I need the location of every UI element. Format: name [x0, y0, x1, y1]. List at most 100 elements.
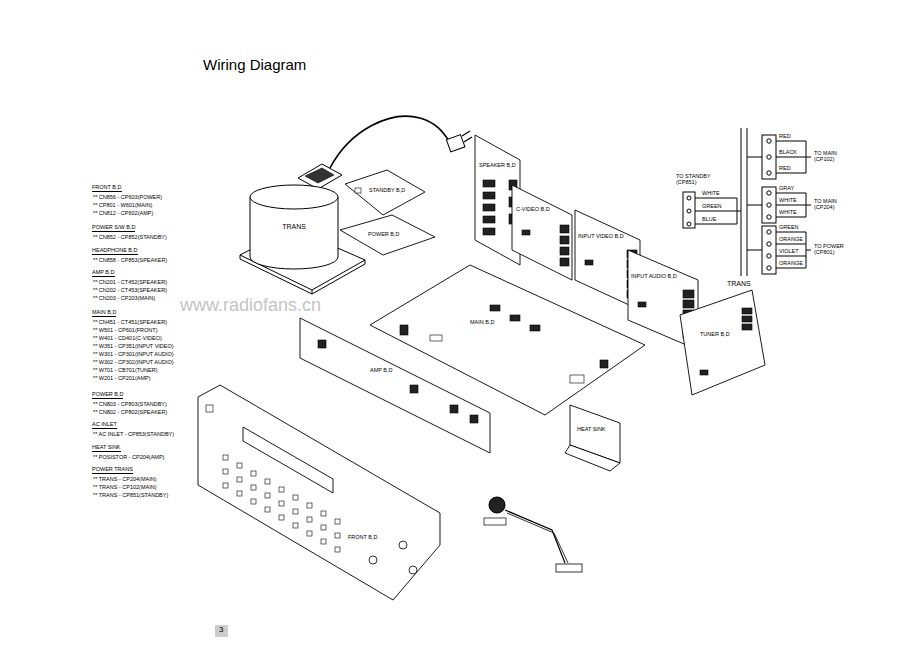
connector	[483, 192, 495, 199]
connector	[700, 370, 708, 375]
circuit-board: C-VIDEO B,D	[512, 185, 572, 280]
connection-note: ** CN203 - CP203(MAIN)	[93, 295, 155, 301]
board-label: FRONT B,D	[348, 535, 378, 541]
connector	[585, 260, 593, 265]
connection-note: ** CN803 - CP803(STANDBY)	[93, 401, 167, 407]
connector	[237, 463, 242, 468]
board-shape	[512, 185, 572, 280]
watermark: www.radiofans.cn	[180, 296, 321, 316]
circuit-board: AMP B,D	[300, 318, 490, 453]
circuit-board: STANDBY B,D	[345, 170, 425, 215]
connector	[279, 501, 284, 506]
connector	[335, 533, 340, 538]
board-shape	[680, 290, 765, 395]
board-outline	[565, 445, 620, 471]
board-shape	[198, 385, 440, 600]
connector	[265, 493, 270, 498]
connection-note: ** W401 - CD401(C-VIDEO)	[93, 335, 162, 341]
board-heading: AMP B,D	[92, 269, 115, 277]
connector	[410, 385, 418, 393]
wire-color: ORANGE	[779, 236, 803, 242]
part-name: TRANS	[727, 280, 751, 288]
wire-color: GREEN	[779, 224, 799, 230]
connector	[570, 375, 584, 383]
wire-destination: TO STANDBY (CP851)	[676, 173, 726, 185]
connector	[223, 483, 228, 488]
diagram-title: Wiring Diagram	[203, 57, 306, 74]
connector	[307, 531, 312, 536]
wire-color: BLUE	[702, 216, 716, 222]
connector	[450, 405, 458, 413]
connection-note: ** CN858 - CP853(SPEAKER)	[93, 257, 167, 263]
connector	[470, 415, 478, 423]
wire-color: GRAY	[779, 185, 794, 191]
board-label: INPUT AUDIO B,D	[631, 274, 677, 280]
connection-note: ** CN802 - CP802(SPEAKER)	[93, 409, 167, 415]
connector	[265, 479, 270, 484]
connection-note: ** CN856 - CP603(POWER)	[93, 194, 162, 200]
board-heading: MAIN B,D	[92, 309, 116, 317]
board-outline	[243, 427, 333, 493]
board-label: TRANS	[282, 223, 306, 230]
board-shape	[300, 318, 490, 453]
wire-color: WHITE	[779, 209, 797, 215]
connector	[400, 325, 408, 335]
connector	[293, 495, 298, 500]
connector	[206, 405, 213, 412]
connector	[560, 236, 569, 244]
board-label: HEAT SINK	[577, 427, 606, 433]
wire-color: RED	[779, 133, 791, 139]
connector	[335, 547, 340, 552]
connection-note: ** W301 - CP301(INPUT AUDIO)	[93, 351, 174, 357]
connector	[293, 509, 298, 514]
connection-note: ** CN451 - CT451(SPEAKER)	[93, 319, 167, 325]
board-label: SPEAKER B,D	[479, 163, 516, 169]
circuit-board: TRANS	[248, 183, 340, 273]
wire-color: BLACK	[779, 149, 797, 155]
connector	[742, 316, 752, 322]
connector	[483, 180, 495, 187]
board-label: MAIN B,D	[470, 320, 494, 326]
connection-note: ** AC INLET - CP853(STANDBY)	[93, 431, 174, 437]
connector	[522, 230, 530, 235]
board-heading: POWER B,D	[92, 391, 123, 399]
wire-color: RED	[779, 165, 791, 171]
connector	[223, 469, 228, 474]
circuit-board: TUNER B,D	[680, 290, 765, 395]
connection-note: ** W701 - CB701(TUNER)	[93, 367, 158, 373]
connector	[742, 308, 752, 314]
connection-note: ** CN201 - CT452(SPEAKER)	[93, 279, 167, 285]
connection-note: ** CN202 - CT453(SPEAKER)	[93, 287, 167, 293]
connector	[510, 315, 520, 321]
connector	[638, 302, 646, 307]
board-label: STANDBY B,D	[369, 188, 405, 194]
connector	[355, 188, 361, 193]
connector	[530, 325, 540, 331]
connector	[742, 324, 752, 330]
connector	[237, 491, 242, 496]
connection-note: ** CN852 - CP852(STANDBY)	[93, 234, 167, 240]
wire-color: GREEN	[702, 203, 722, 209]
connector	[251, 499, 256, 504]
connection-note: ** TRANS - CP102(MAIN)	[93, 484, 156, 490]
wire-color: WHITE	[779, 197, 797, 203]
connector	[683, 290, 694, 298]
connector	[335, 519, 340, 524]
connector	[683, 300, 694, 308]
board-outline	[512, 185, 572, 280]
connection-note: ** CP801 - W601(MAIN)	[93, 202, 152, 208]
connection-note: ** W302 - CP302(INPUT AUDIO)	[93, 359, 174, 365]
connector	[318, 340, 326, 348]
connection-note: ** W201 - CP201(AMP)	[93, 375, 150, 381]
board-outline	[680, 290, 765, 395]
board-outline	[198, 385, 440, 600]
connector	[483, 204, 495, 211]
board-outline	[345, 170, 425, 215]
connector	[560, 225, 569, 233]
wire-destination: TO MAIN (CP102)	[814, 150, 850, 162]
connector	[321, 539, 326, 544]
connector	[600, 360, 608, 368]
board-label: AMP B,D	[370, 368, 393, 374]
connection-note: ** TRANS - CP851(STANDBY)	[93, 492, 168, 498]
